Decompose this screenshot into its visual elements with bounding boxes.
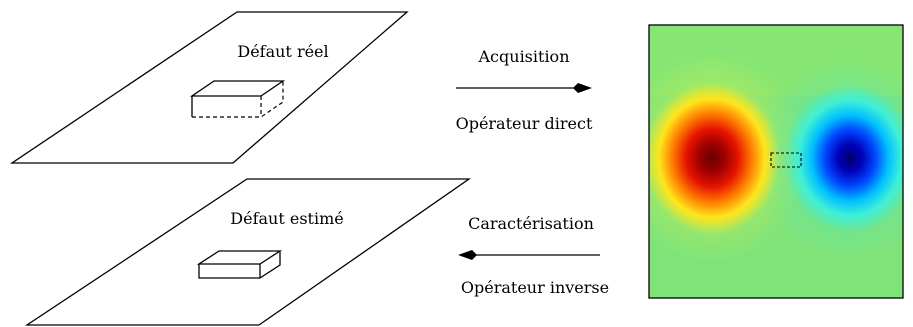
positive-lobe — [649, 82, 780, 234]
characterization-arrow-head — [458, 250, 477, 260]
defect-marker — [770, 152, 802, 168]
characterization-arrow-group: Caractérisation Opérateur inverse — [458, 214, 609, 297]
real-defect-label: Défaut réel — [237, 42, 328, 61]
top-plate-outline — [9, 11, 409, 164]
direct-operator-label: Opérateur direct — [456, 114, 593, 133]
characterization-label: Caractérisation — [468, 214, 594, 233]
inverse-operator-label: Opérateur inverse — [461, 278, 609, 297]
field-map-border — [648, 24, 904, 299]
estimated-defect-label: Défaut estimé — [230, 209, 343, 228]
real-defect-plate: Défaut réel — [9, 11, 409, 164]
negative-lobe — [784, 84, 903, 232]
acquisition-label: Acquisition — [478, 47, 570, 66]
acquisition-arrow-head — [573, 83, 592, 93]
bottom-plate-outline — [24, 178, 472, 326]
estimated-defect-plate: Défaut estimé — [24, 178, 472, 326]
real-defect-box — [189, 80, 286, 118]
field-map — [649, 25, 903, 298]
estimated-defect-box — [196, 250, 283, 279]
acquisition-arrow-group: Acquisition Opérateur direct — [456, 47, 593, 133]
